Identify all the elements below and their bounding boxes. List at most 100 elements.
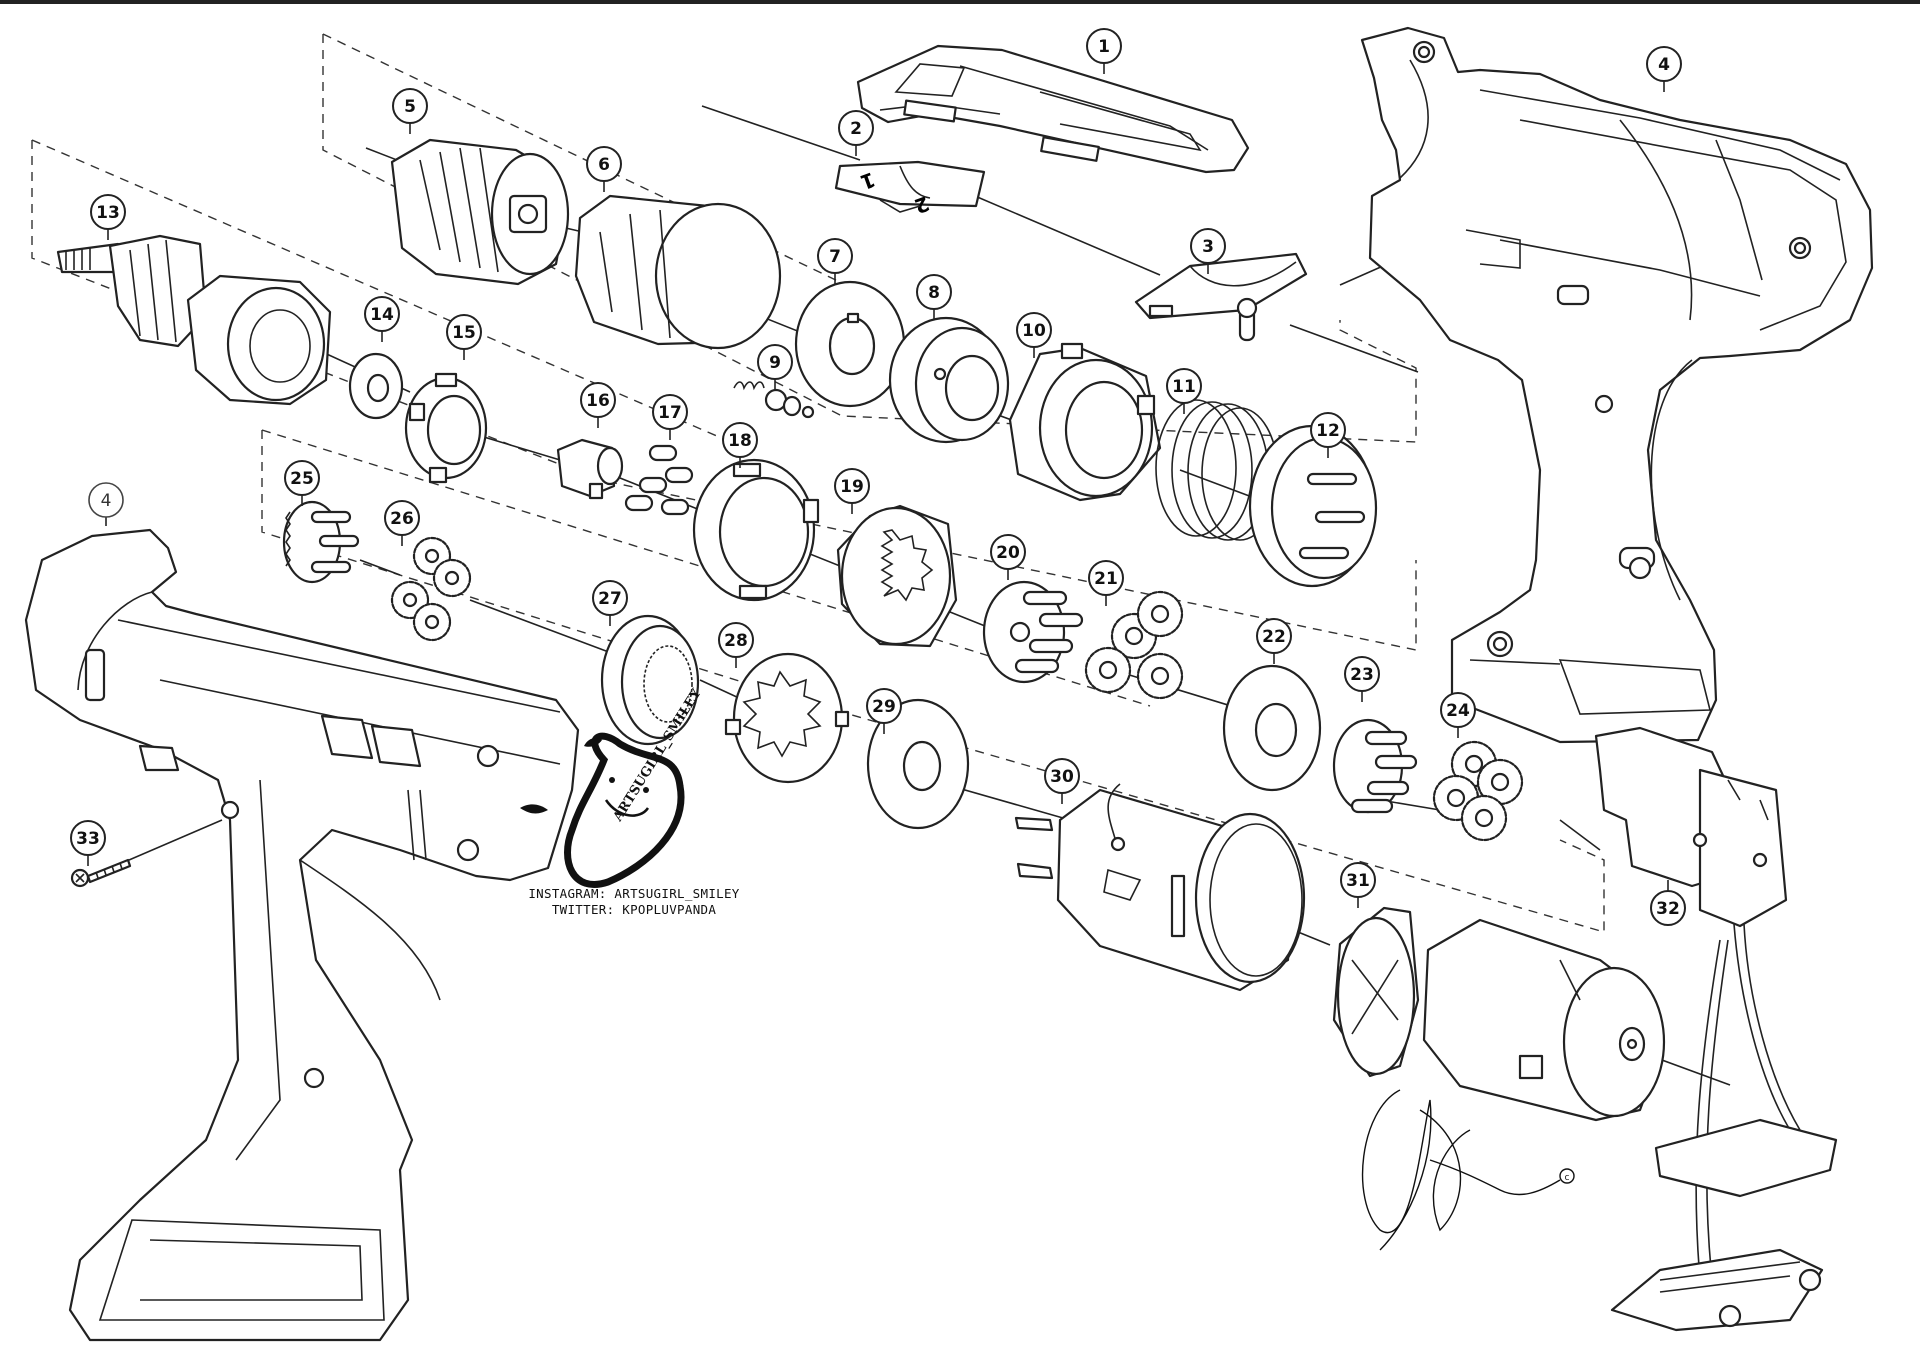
callout-circle: [70, 820, 106, 856]
part-30-gear-case: [1014, 783, 1306, 992]
part-13-spindle: [56, 234, 332, 406]
callout-circle: [88, 482, 124, 518]
callout-part-5: 5: [392, 88, 428, 134]
part-5-chuck: [390, 138, 570, 286]
part-callouts: 1234456789101112131415161718192021222324…: [70, 28, 1686, 926]
callout-circle: [1256, 618, 1292, 654]
part-8-clutch-plate: [888, 316, 1010, 444]
callout-number: 33: [76, 829, 100, 849]
part-29-washer: [866, 698, 970, 830]
callout-number: 25: [290, 469, 314, 489]
part-17-pins: [624, 444, 694, 516]
callout-number: 19: [840, 477, 864, 497]
part-23-carrier: [1332, 718, 1418, 814]
callout-circle: [1044, 758, 1080, 794]
callout-part-7: 7: [817, 238, 853, 284]
watermark-instagram: INSTAGRAM: ARTSUGIRL_SMILEY: [528, 886, 740, 901]
callout-number: 14: [370, 305, 394, 325]
watermark-text: INSTAGRAM: ARTSUGIRL_SMILEY TWITTER: KPO…: [504, 886, 764, 918]
part-2-speed-switch: 1 2: [834, 160, 986, 219]
callout-part-4b: 4: [88, 482, 124, 526]
callout-part-25: 25: [284, 460, 320, 506]
callout-part-10: 10: [1016, 312, 1052, 358]
callout-part-31: 31: [1340, 862, 1376, 908]
callout-part-4: 4: [1646, 46, 1682, 92]
callout-circle: [580, 382, 616, 418]
callout-number: 24: [1446, 701, 1470, 721]
callout-part-22: 22: [1256, 618, 1292, 664]
callout-circle: [384, 500, 420, 536]
callout-part-27: 27: [592, 580, 628, 626]
part-6-clutch-sleeve: [574, 194, 782, 350]
callout-number: 20: [996, 543, 1020, 563]
callout-number: 8: [928, 283, 940, 303]
callout-part-2: 2: [838, 110, 874, 156]
watermark-twitter: TWITTER: KPOPLUVPANDA: [551, 902, 717, 917]
callout-part-11: 11: [1166, 368, 1202, 414]
callout-part-6: 6: [586, 146, 622, 192]
callout-circle: [1340, 862, 1376, 898]
callout-circle: [1650, 890, 1686, 926]
part-10-ring-gear: [1008, 342, 1162, 502]
part-32-trigger-switch: [1594, 726, 1838, 1332]
part-20-planet-carrier: [982, 580, 1084, 684]
callout-circle: [1088, 560, 1124, 596]
callout-part-23: 23: [1344, 656, 1380, 702]
callout-part-12: 12: [1310, 412, 1346, 458]
callout-number: 23: [1350, 665, 1374, 685]
callout-number: 31: [1346, 871, 1370, 891]
callout-part-3: 3: [1190, 228, 1226, 274]
callout-part-26: 26: [384, 500, 420, 546]
callout-circle: [364, 296, 400, 332]
callout-number: 29: [872, 697, 896, 717]
callout-part-8: 8: [916, 274, 952, 320]
callout-part-30: 30: [1044, 758, 1080, 804]
part-7-washer: [794, 280, 906, 408]
part-16-cam: [556, 438, 624, 500]
part-14-washer: [348, 352, 404, 420]
callout-number: 30: [1050, 767, 1074, 787]
callout-number: 12: [1316, 421, 1340, 441]
callout-number: 7: [829, 247, 841, 267]
callout-number: 11: [1172, 377, 1196, 397]
part-26-gears: [390, 536, 472, 642]
callout-number: 9: [769, 353, 781, 373]
callout-circle: [586, 146, 622, 182]
part-28-internal-gear: [724, 652, 850, 784]
part-4-housing-left: [24, 528, 580, 1342]
callout-number: 26: [390, 509, 414, 529]
callout-circle: [757, 344, 793, 380]
callout-part-33: 33: [70, 820, 106, 866]
callout-part-24: 24: [1440, 692, 1476, 738]
part-25-sun-carrier: [282, 500, 360, 584]
callout-number: 4: [1658, 55, 1670, 75]
callout-number: 15: [452, 323, 476, 343]
callout-circle: [838, 110, 874, 146]
callout-number: 28: [724, 631, 748, 651]
callout-part-32: 32: [1650, 880, 1686, 926]
callout-circle: [817, 238, 853, 274]
callout-circle: [1646, 46, 1682, 82]
callout-circle: [1016, 312, 1052, 348]
callout-number: 5: [404, 97, 416, 117]
callout-part-9: 9: [757, 344, 793, 390]
boundary-chuck-group: [322, 34, 1417, 443]
callout-part-18: 18: [722, 422, 758, 468]
callout-number: 13: [96, 203, 120, 223]
callout-circle: [90, 194, 126, 230]
callout-number: 3: [1202, 237, 1214, 257]
callout-number: 1: [1098, 37, 1110, 57]
callout-circle: [1440, 692, 1476, 728]
callout-circle: [834, 468, 870, 504]
part-18-carrier-ring: [692, 458, 820, 602]
callout-number: 17: [658, 403, 682, 423]
callout-circle: [990, 534, 1026, 570]
callout-circle: [1344, 656, 1380, 692]
callout-part-13: 13: [90, 194, 126, 240]
boundary-gear-top: [31, 139, 741, 447]
part-1-top-cover: [856, 44, 1250, 174]
part-22-washer: [1222, 664, 1322, 792]
part-15-lock-ring: [404, 372, 488, 484]
callout-part-20: 20: [990, 534, 1026, 580]
